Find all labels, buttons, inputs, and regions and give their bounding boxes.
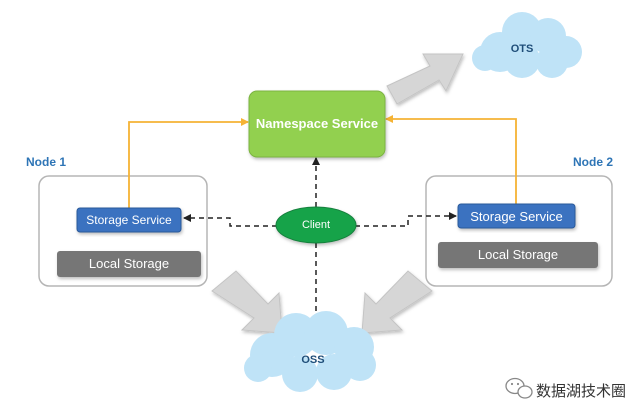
ots-cloud bbox=[472, 12, 582, 78]
node1-storage-service-box bbox=[76, 207, 182, 233]
watermark-text: 数据湖技术圈 bbox=[536, 382, 627, 400]
client-ellipse bbox=[275, 206, 357, 244]
node2-storage-service-label: Storage Service bbox=[470, 209, 563, 224]
node1-local-storage-box bbox=[57, 251, 201, 277]
namespace-service-label: Namespace Service bbox=[255, 116, 379, 131]
dash-client-to-node2 bbox=[355, 212, 457, 227]
node2-title: Node 2 bbox=[573, 155, 614, 169]
line-node1-to-namespace bbox=[128, 118, 249, 208]
node2-box bbox=[425, 175, 613, 287]
node1-local-storage-label: Local Storage bbox=[88, 256, 170, 271]
oss-cloud bbox=[244, 311, 376, 392]
node2-local-storage-label: Local Storage bbox=[477, 247, 559, 262]
oss-label: OSS bbox=[301, 354, 325, 366]
node2-local-storage-box bbox=[438, 242, 598, 268]
arrow-node2-to-oss bbox=[361, 270, 433, 334]
arrow-namespace-to-ots bbox=[386, 53, 464, 105]
namespace-service-box bbox=[248, 90, 386, 158]
wechat-icon bbox=[505, 377, 533, 399]
line-node2-to-namespace bbox=[385, 115, 517, 204]
client-label: Client bbox=[301, 219, 331, 231]
node1-title: Node 1 bbox=[26, 155, 67, 169]
arrow-node1-to-oss bbox=[211, 270, 283, 334]
node1-storage-service-label: Storage Service bbox=[86, 213, 172, 227]
ots-label: OTS bbox=[510, 43, 534, 55]
node2-storage-service-box bbox=[457, 203, 576, 229]
